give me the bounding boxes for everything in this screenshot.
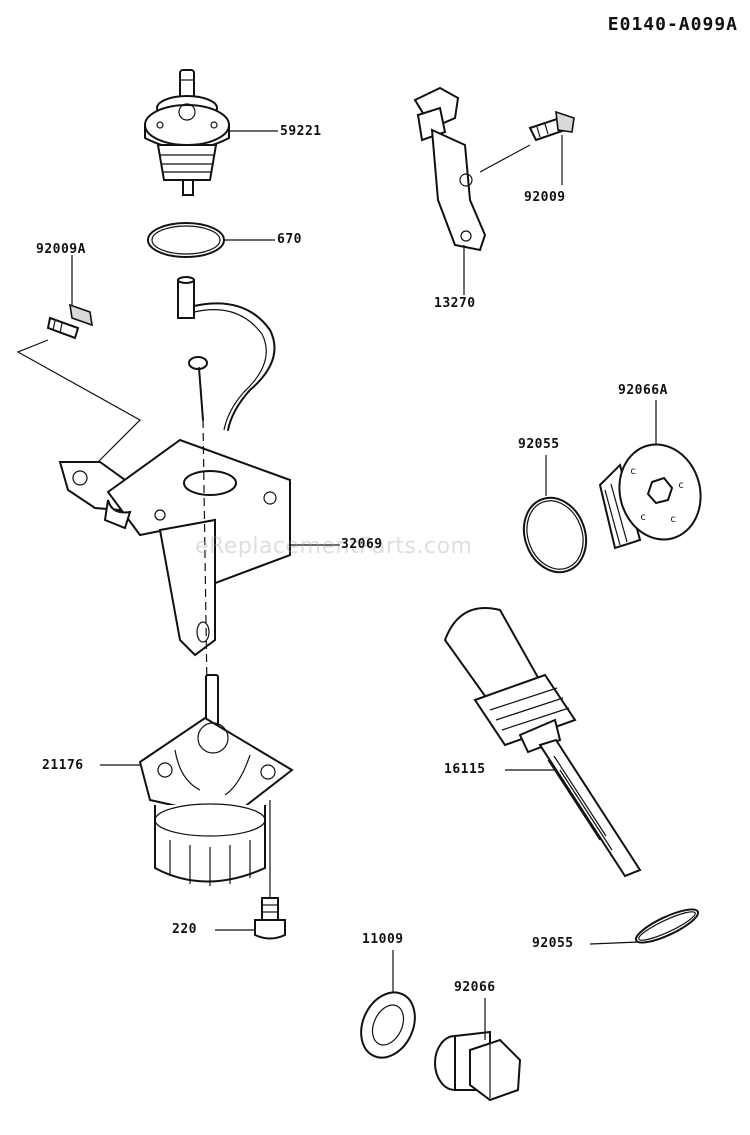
label-21176[interactable]: 21176 xyxy=(42,758,84,773)
part-670-o-ring[interactable] xyxy=(147,222,225,258)
label-92055-top[interactable]: 92055 xyxy=(518,437,560,452)
svg-text:c: c xyxy=(670,514,676,525)
label-92009A[interactable]: 92009A xyxy=(36,242,86,257)
part-32069-bracket[interactable] xyxy=(58,438,291,657)
part-pickup-tube[interactable] xyxy=(177,276,276,431)
part-92066A-plug[interactable]: c c c c xyxy=(598,435,711,550)
label-92066A[interactable]: 92066A xyxy=(618,383,668,398)
part-92055-o-ring-top[interactable] xyxy=(514,489,596,581)
label-220[interactable]: 220 xyxy=(172,922,197,937)
part-16115-dipstick[interactable] xyxy=(443,607,642,878)
part-92009A-bolt[interactable] xyxy=(46,303,93,340)
part-59221-pump-cap[interactable] xyxy=(144,69,230,196)
svg-text:c: c xyxy=(630,466,636,477)
part-220-bolt[interactable] xyxy=(254,897,286,940)
label-92055-bottom[interactable]: 92055 xyxy=(532,936,574,951)
label-32069[interactable]: 32069 xyxy=(341,537,383,552)
label-92066[interactable]: 92066 xyxy=(454,980,496,995)
watermark: eReplacementParts.com xyxy=(195,534,473,559)
part-92066-drain-plug[interactable] xyxy=(434,1030,522,1102)
part-13270-bracket[interactable] xyxy=(413,86,487,252)
label-11009[interactable]: 11009 xyxy=(362,932,404,947)
label-670[interactable]: 670 xyxy=(277,232,302,247)
part-92055-o-ring-bottom[interactable] xyxy=(632,903,701,948)
svg-text:c: c xyxy=(640,512,646,523)
svg-text:c: c xyxy=(678,480,684,491)
part-21176-pump-body[interactable] xyxy=(138,674,294,886)
diagram-code: E0140-A099A xyxy=(607,14,738,35)
part-11009-washer[interactable] xyxy=(351,984,425,1067)
label-92009[interactable]: 92009 xyxy=(524,190,566,205)
label-59221[interactable]: 59221 xyxy=(280,124,322,139)
label-13270[interactable]: 13270 xyxy=(434,296,476,311)
part-92009-screw[interactable] xyxy=(528,110,575,142)
part-pin[interactable] xyxy=(188,356,208,421)
label-16115[interactable]: 16115 xyxy=(444,762,486,777)
